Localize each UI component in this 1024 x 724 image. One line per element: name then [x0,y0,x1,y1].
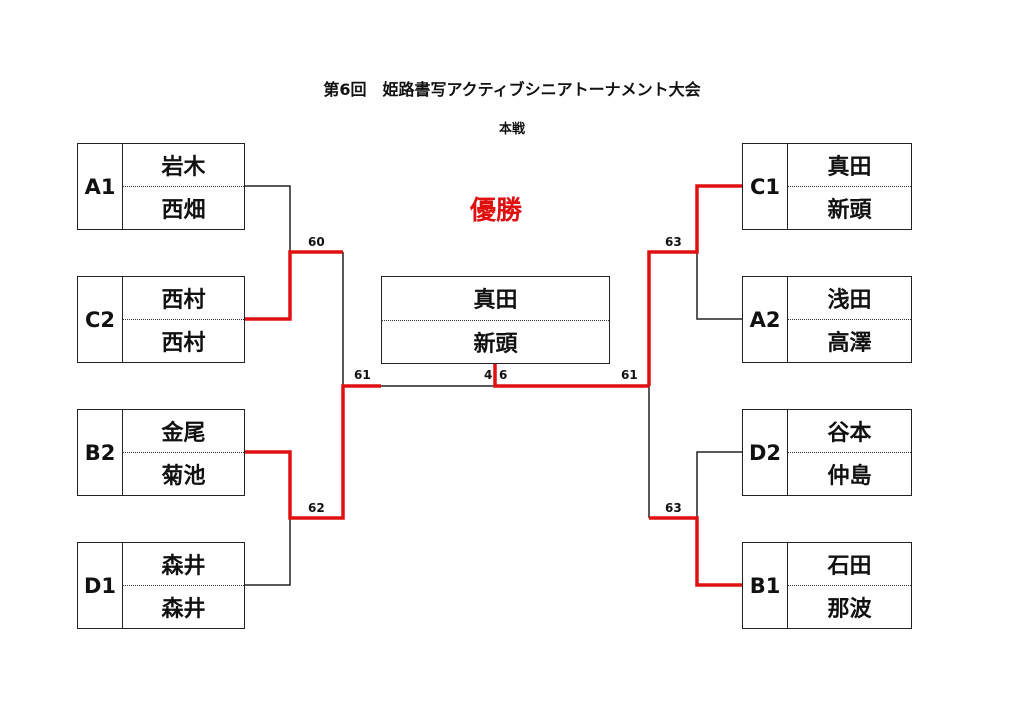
team-code: C1 [743,144,788,229]
player-name: 西村 [123,277,244,320]
line-a2 [696,252,742,320]
winner-line-c2 [245,250,343,321]
score-left-bottom: 62 [308,501,325,515]
player-name: 西村 [161,331,206,356]
team-box-a2: A2 浅田高澤 [742,276,912,363]
score-right-top: 63 [665,235,682,249]
player-name: 石田 [788,543,911,586]
player-name: 岩木 [123,144,244,187]
team-code: B1 [743,543,788,628]
player-name: 森井 [123,543,244,586]
score-right-semi: 61 [621,368,638,382]
player-name: 仲島 [827,464,872,489]
team-box-a1: A1 岩木西畑 [77,143,245,230]
team-code: A2 [743,277,788,362]
team-box-d2: D2 谷本仲島 [742,409,912,496]
line-d1 [245,518,291,586]
score-left-top: 60 [308,235,325,249]
player-name: 浅田 [788,277,911,320]
winner-line-b1 [649,516,742,587]
player-name: 菊池 [161,464,206,489]
player-name: 谷本 [788,410,911,453]
team-box-d1: D1 森井森井 [77,542,245,629]
team-box-b1: B1 石田那波 [742,542,912,629]
score-final-right: 6 [499,368,508,382]
team-code: D1 [78,543,123,628]
winner-line-c1 [647,184,742,386]
champion-label: 優勝 [469,196,522,226]
team-box-b2: B2 金尾菊池 [77,409,245,496]
team-code: C2 [78,277,123,362]
player-name: 真田 [788,144,911,187]
player-name: 森井 [161,597,206,622]
player-name: 金尾 [123,410,244,453]
player-name: 那波 [827,597,872,622]
team-code: D2 [743,410,788,495]
score-final-left: 4 [484,368,493,382]
player-name: 高澤 [827,331,872,356]
player-name: 西畑 [161,198,206,223]
score-right-bottom: 63 [665,501,682,515]
page-title: 第6回 姫路書写アクティブシニアトーナメント大会 [323,80,701,99]
winner-line-final [493,363,649,388]
team-box-c1: C1 真田新頭 [742,143,912,230]
winner-line-b2 [245,384,381,520]
page-subtitle: 本戦 [498,122,525,137]
score-left-semi: 61 [354,368,371,382]
line-a1 [245,185,291,252]
champion-name-2: 新頭 [473,331,518,357]
line-d2 [696,451,742,518]
team-box-c2: C2 西村西村 [77,276,245,363]
team-code: A1 [78,144,123,229]
team-code: B2 [78,410,123,495]
champion-box: 真田 新頭 [381,276,610,364]
champion-name-1: 真田 [382,277,609,321]
player-name: 新頭 [827,198,872,223]
